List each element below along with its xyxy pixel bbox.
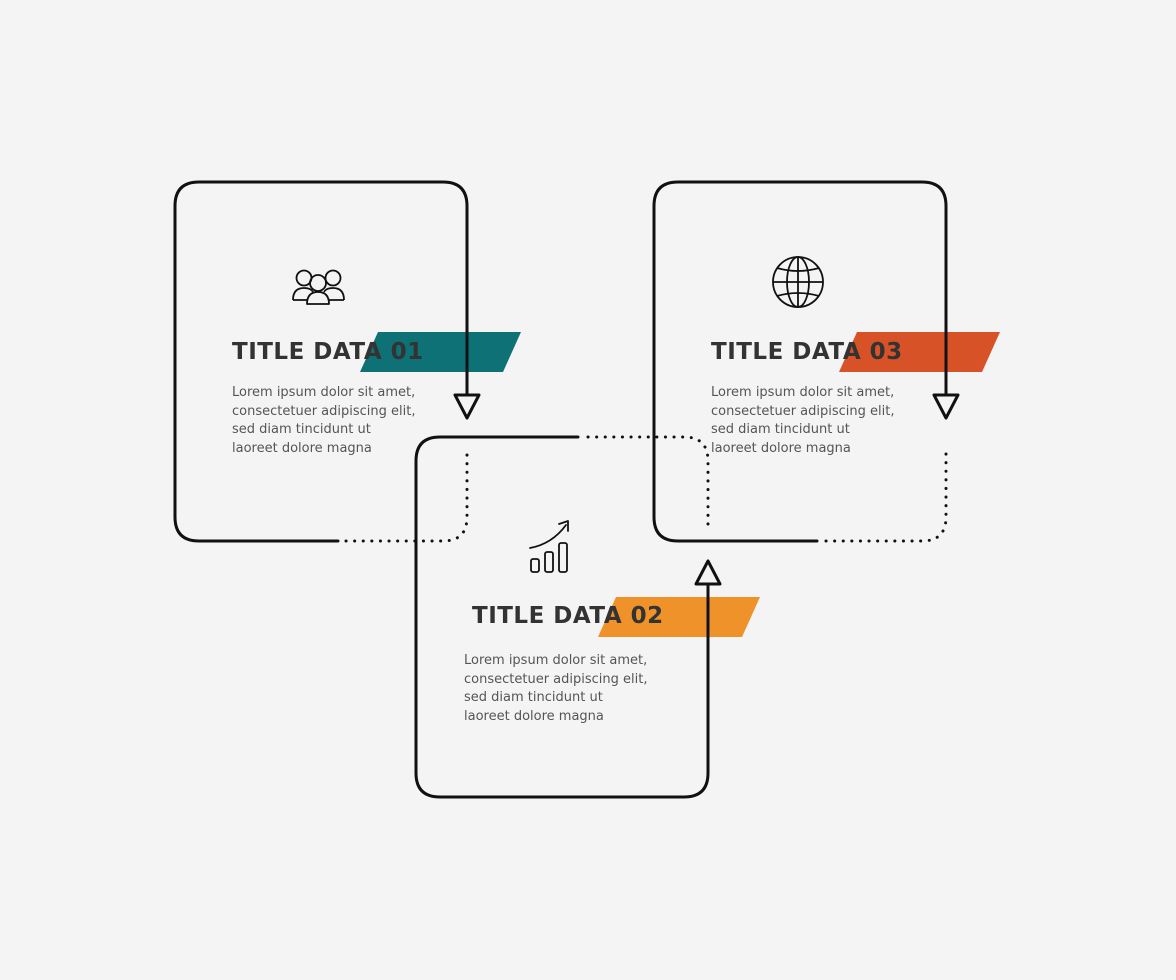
step-2-dotted-connector — [586, 435, 710, 532]
step-3-title: TITLE DATA 03 — [711, 339, 903, 365]
description-line: sed diam tincidunt ut — [232, 422, 371, 438]
description-line: consectetuer adipiscing elit, — [711, 403, 895, 419]
step-3-arrow-head — [932, 393, 960, 420]
step-1-box-outline — [173, 180, 469, 543]
step-3-box-outline — [652, 180, 948, 543]
step-3-dotted-connector — [824, 448, 948, 543]
step-2-description: Lorem ipsum dolor sit amet, consectetuer… — [464, 652, 647, 726]
step-1-title: TITLE DATA 01 — [232, 339, 424, 365]
description-line: laoreet dolore magna — [711, 440, 851, 456]
step-1-accent-bar — [360, 332, 521, 372]
step-3-accent-bar — [839, 332, 1000, 372]
step-2-title: TITLE DATA 02 — [472, 603, 664, 629]
description-line: consectetuer adipiscing elit, — [232, 403, 416, 419]
description-line: sed diam tincidunt ut — [711, 422, 850, 438]
step-1-description: Lorem ipsum dolor sit amet, consectetuer… — [232, 384, 415, 458]
step-2-accent-bar — [598, 597, 760, 637]
step-1-dotted-connector — [344, 448, 469, 543]
description-line: consectetuer adipiscing elit, — [464, 671, 648, 687]
step-3-description: Lorem ipsum dolor sit amet, consectetuer… — [711, 384, 894, 458]
description-line: Lorem ipsum dolor sit amet, — [711, 385, 895, 400]
description-line: sed diam tincidunt ut — [464, 690, 603, 706]
growth-chart-icon — [529, 520, 569, 573]
step-2-box-outline — [414, 435, 710, 799]
description-line: Lorem ipsum dolor sit amet, — [464, 653, 648, 668]
step-2-arrow-head — [694, 559, 722, 586]
description-line: Lorem ipsum dolor sit amet, — [232, 385, 416, 400]
description-line: laoreet dolore magna — [464, 708, 604, 724]
description-line: laoreet dolore magna — [232, 440, 372, 456]
people-group-icon — [292, 269, 345, 305]
globe-icon — [772, 256, 824, 308]
step-1-arrow-head — [453, 393, 481, 420]
